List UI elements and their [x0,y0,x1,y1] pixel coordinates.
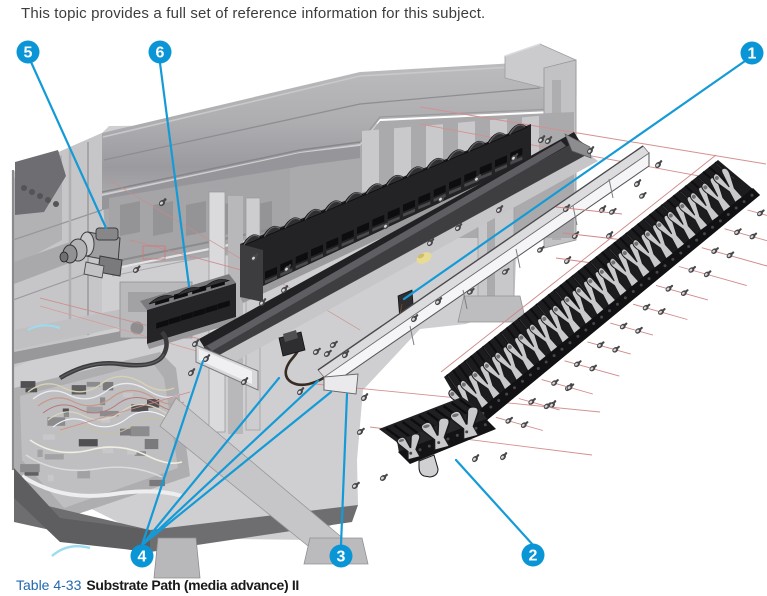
svg-text:3: 3 [337,549,346,566]
svg-text:5: 5 [24,45,33,62]
svg-text:4: 4 [138,549,147,566]
svg-text:6: 6 [156,45,165,62]
svg-text:1: 1 [748,46,757,63]
svg-text:2: 2 [529,548,538,565]
